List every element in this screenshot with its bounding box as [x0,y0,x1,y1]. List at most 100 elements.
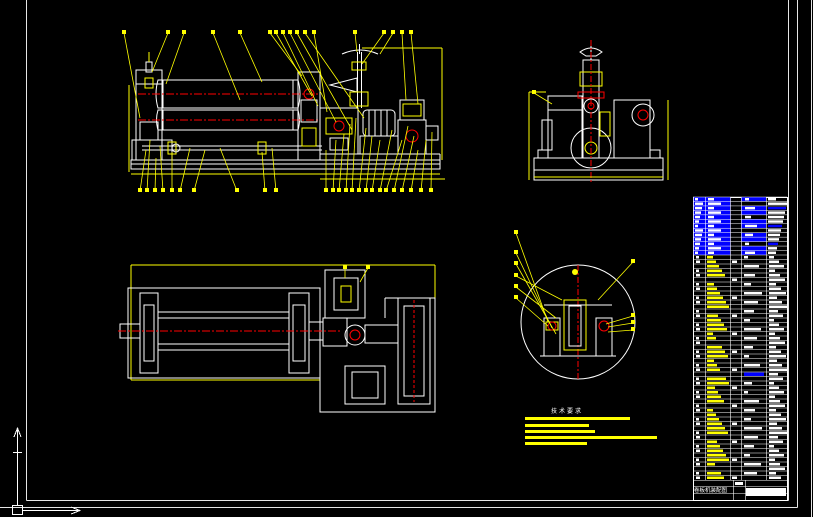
table-cell-text [769,467,785,470]
drawing-rect [144,77,154,89]
table-cell-text [769,472,776,475]
table-cell-text [769,350,781,353]
table-cell-text [769,296,777,299]
table-cell-text [707,323,724,326]
leader-line [313,32,328,113]
table-cell-text [744,346,753,349]
table-cell-text [707,418,719,421]
leader-line [239,32,263,83]
leader-line [515,297,549,327]
table-cell-text [695,198,698,201]
drawing-rect [525,417,630,420]
leader-line [212,32,241,101]
table-cell-text [769,445,774,448]
table-cell-text [708,247,721,250]
ucs-axes-icon [12,426,82,515]
drawing-rect [143,304,155,362]
front-view [128,44,445,180]
table-cell-text [768,238,779,241]
table-cell-text [744,292,762,295]
table-cell-text [769,449,779,452]
leader-line [365,135,373,192]
leader-line [282,32,319,107]
table-cell-text [769,292,786,295]
table-cell-text [732,458,737,461]
table-cell-text [707,386,715,389]
balloon-number [263,188,267,192]
leader-line [139,149,147,192]
table-cell-text [707,265,719,268]
table-cell-text [696,310,699,313]
drawing-rect [319,107,359,155]
table-cell [741,197,766,202]
leader-line [385,139,403,192]
table-cell-text [769,463,780,466]
table-cell-text [707,296,723,299]
side-dimensions [528,91,669,180]
leader-line [420,139,427,192]
table-cell-text [707,283,714,286]
table-cell-text [769,395,775,398]
table-cell-text [707,454,726,457]
table-cell-text [696,337,699,340]
title-block-fill [746,488,786,496]
table-cell-text [696,301,700,304]
balloon-number [631,320,635,324]
leader-line [193,149,206,192]
table-cell-text [696,395,700,398]
balloon-number [514,284,518,288]
table-cell-text [769,454,784,457]
leader-line [401,32,407,101]
leader-line [359,267,369,283]
table-cell-text [696,476,700,479]
table-cell-text [696,350,699,353]
table-cell-text [696,472,699,475]
table-cell-text [707,314,718,317]
table-cell-text [695,206,702,210]
table-cell-text [745,215,751,219]
table-cell-text [768,233,780,237]
table-cell-text [696,377,699,380]
leader-line [179,147,191,192]
drawing-rect [525,442,587,445]
leader-line [358,127,367,192]
table-cell-text [707,400,724,403]
table-cell-text [696,458,699,461]
table-cell-text [768,242,778,246]
table-cell-text [769,418,786,421]
drawing-circle [349,329,361,341]
balloon-number [235,188,239,192]
leader-line [515,286,557,319]
table-cell-text [708,224,714,228]
table-cell-text [696,283,699,286]
balloon-number [182,30,186,34]
table-cell-text [696,368,700,371]
table-cell-text [769,458,775,461]
table-cell-text [695,233,702,237]
table-cell-text [744,400,759,403]
table-cell-text [708,198,714,201]
table-cell-text [745,198,749,201]
table-cell-text [732,332,737,335]
table-cell-text [696,436,700,439]
drawing-polyline [319,297,436,413]
balloon-number [514,261,518,265]
balloon-number [312,30,316,34]
drawing-rect [325,117,353,135]
balloon-number [303,30,307,34]
leader-line [515,275,563,301]
table-cell-text [707,391,718,394]
table-cell-text [768,224,782,228]
balloon-number [331,188,335,192]
table-cell-text [744,265,759,268]
table-cell-text [769,260,779,263]
table-cell-text [696,449,700,452]
leader-line [351,117,357,192]
table-cell-text [696,445,699,448]
table-cell-text [695,242,700,246]
table-cell [741,232,766,238]
leader-line [597,261,634,301]
table-cell-text [707,260,716,263]
